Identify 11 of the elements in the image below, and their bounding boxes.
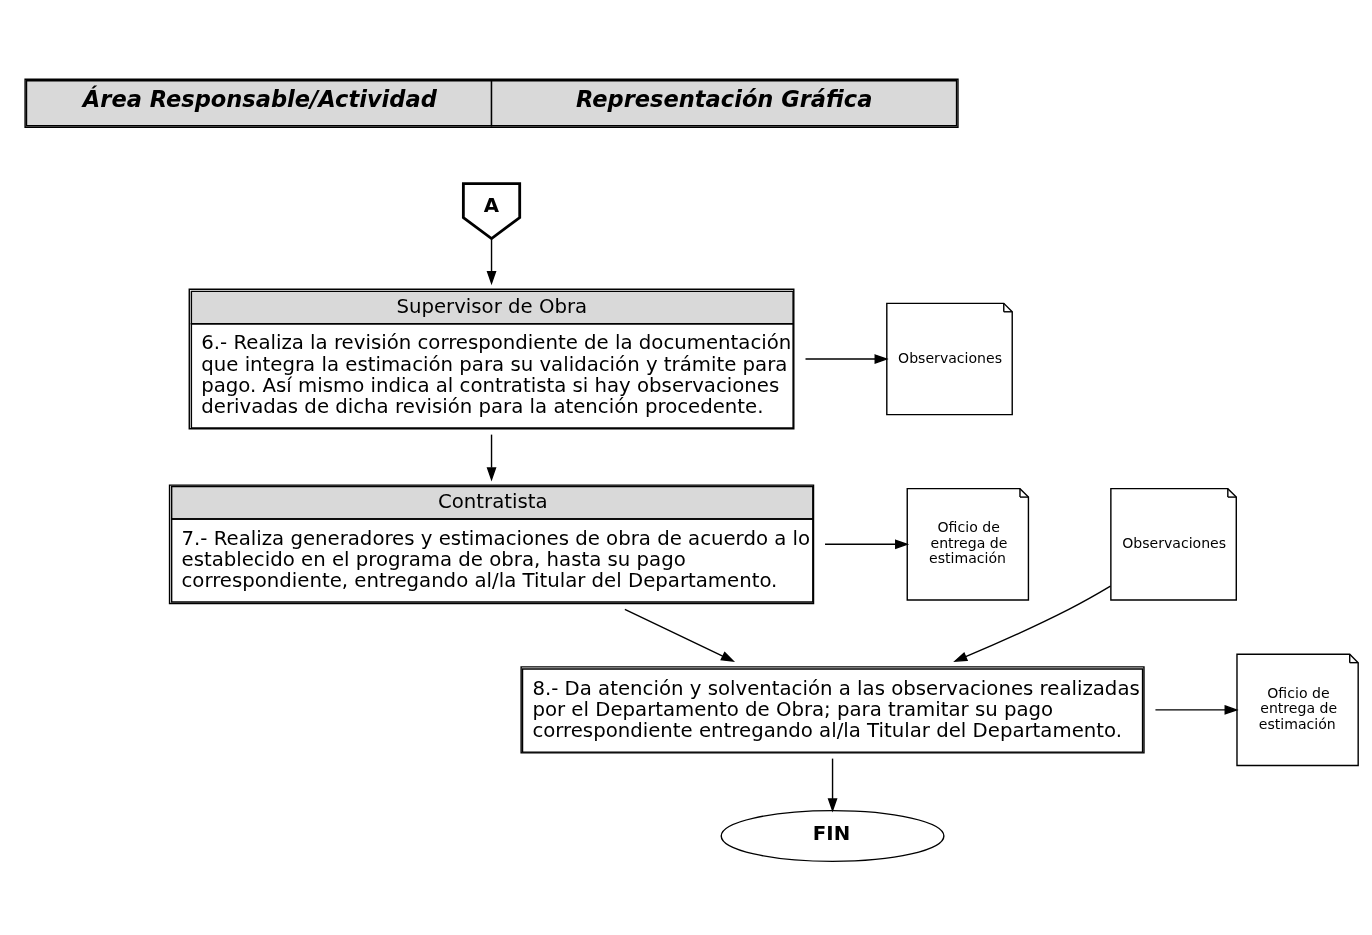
label: Representación Gráfica — [576, 86, 873, 113]
arrow — [804, 354, 889, 364]
arrow — [1154, 704, 1239, 715]
arrow — [624, 608, 736, 662]
arrow — [953, 585, 1112, 662]
arrow — [486, 238, 497, 286]
arrow — [824, 539, 910, 550]
arrow — [827, 757, 838, 813]
arrow — [486, 433, 497, 482]
node-ellipse: FIN — [720, 809, 945, 863]
label: Área Responsable/Actividad — [82, 86, 437, 113]
